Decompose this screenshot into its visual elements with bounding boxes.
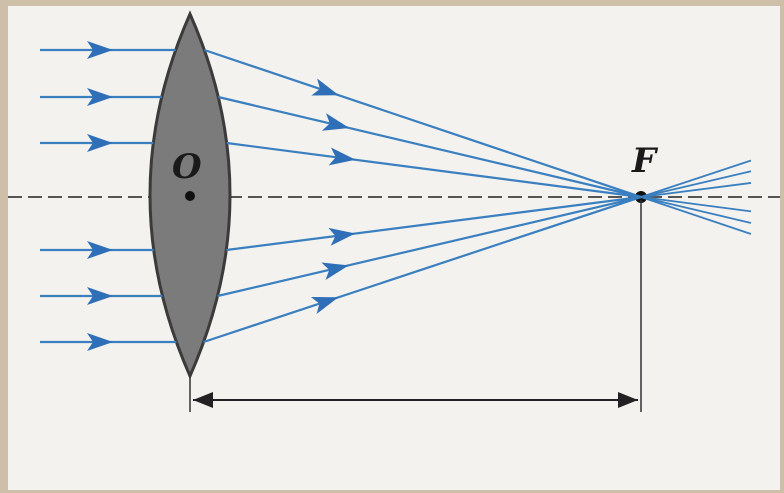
refracted-ray	[217, 195, 642, 298]
refracted-ray-arrow	[321, 262, 349, 281]
focal-point-label: F	[631, 141, 659, 181]
diverging-ray	[640, 182, 752, 198]
incoming-ray-arrow	[87, 333, 113, 351]
diverging-ray	[640, 196, 752, 224]
diverging-ray	[640, 159, 752, 198]
refracted-ray	[226, 195, 642, 252]
diverging-rays	[640, 159, 752, 235]
refracted-ray-arrow	[328, 147, 356, 166]
incoming-ray-arrow	[87, 134, 113, 152]
diverging-ray	[640, 196, 752, 213]
refracted-ray	[226, 141, 642, 199]
ray-group	[40, 41, 642, 351]
diverging-ray	[640, 170, 752, 198]
optical-center-dot	[185, 191, 195, 201]
refracted-ray	[218, 95, 642, 199]
refracted-ray-arrow	[328, 227, 356, 246]
refracted-ray-arrow	[311, 78, 339, 96]
optical-center-label: O	[172, 147, 202, 187]
refracted-ray-arrow	[310, 296, 339, 315]
diverging-ray	[640, 196, 752, 235]
incoming-ray-arrow	[87, 287, 113, 305]
diagram-paper	[8, 6, 780, 490]
refracted-ray-arrow	[321, 113, 350, 131]
refracted-ray	[203, 195, 642, 344]
incoming-ray-arrow	[87, 41, 113, 59]
refracted-ray	[203, 48, 642, 199]
incoming-ray-arrow	[87, 241, 113, 259]
incoming-ray-arrow	[87, 88, 113, 106]
